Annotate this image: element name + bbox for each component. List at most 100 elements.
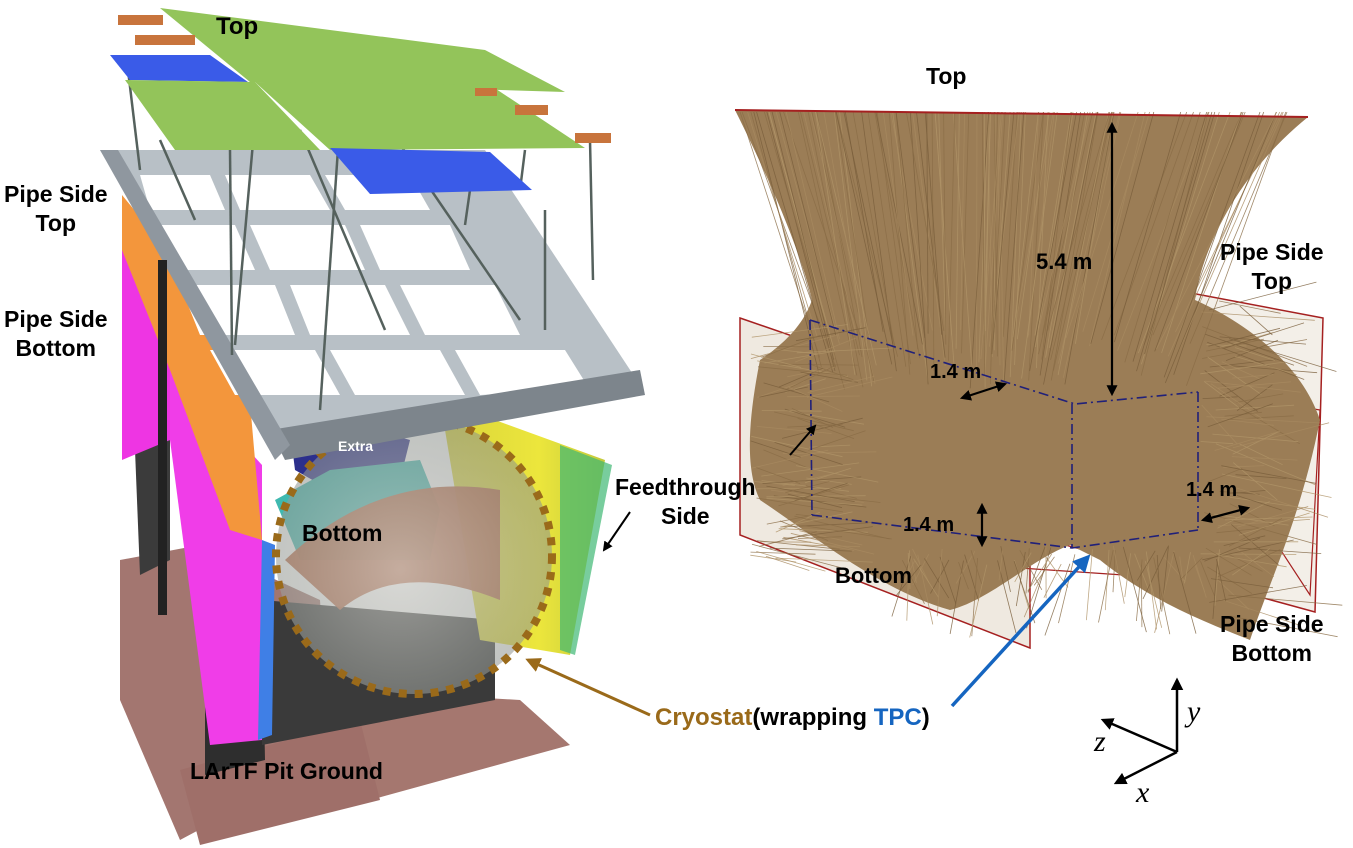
fiber-stroke — [955, 551, 976, 584]
green-teal-edge — [560, 445, 612, 655]
fiber-stroke — [1045, 111, 1088, 358]
fiber-stroke — [1003, 111, 1025, 383]
fiber-stroke — [795, 465, 879, 483]
feedthrough-arrow — [602, 511, 631, 552]
tpc-word: TPC — [873, 704, 922, 731]
fiber-stroke — [778, 528, 868, 533]
right-pipe-side-bottom-label: Pipe Side Bottom — [1220, 610, 1324, 669]
fiber-stroke — [943, 111, 947, 345]
fiber-stroke — [796, 492, 881, 503]
fiber-stroke — [781, 511, 853, 528]
tpc-box — [809, 319, 1199, 549]
fiber-stroke — [938, 111, 946, 335]
fiber-stroke — [1039, 111, 1082, 376]
fiber-stroke — [1136, 559, 1143, 622]
fiber-stroke — [924, 558, 950, 599]
fiber-stroke — [991, 111, 1006, 353]
fiber-stroke — [800, 371, 858, 383]
inner-direction-arrow — [789, 424, 817, 456]
left-pipe-side-bottom-label: Pipe Side Bottom — [4, 305, 108, 364]
frame-left-beam — [100, 150, 290, 460]
fiber-stroke — [1219, 491, 1260, 495]
fiber-stroke — [1132, 111, 1208, 362]
fiber-stroke — [983, 111, 986, 388]
fiber-stroke — [926, 111, 929, 334]
fiber-stroke — [969, 564, 988, 638]
fiber-stroke — [763, 382, 830, 403]
fiber-stroke — [1232, 431, 1280, 455]
fiber-stroke — [1220, 599, 1301, 626]
fiber-stroke — [901, 560, 925, 604]
fiber-stroke — [895, 111, 919, 350]
fiber-stroke — [1027, 546, 1046, 593]
left-pipe-side-bottom-line2: Bottom — [15, 335, 97, 362]
fiber-stroke — [882, 111, 914, 336]
fiber-stroke — [1228, 338, 1337, 372]
fiber-stroke — [1229, 554, 1263, 572]
fiber-stroke — [756, 497, 843, 513]
fiber-stroke — [771, 111, 835, 360]
fiber-stroke — [775, 349, 816, 354]
fiber-stroke — [756, 467, 801, 484]
fiber-stroke — [1175, 111, 1283, 333]
fiber-stroke — [1208, 281, 1317, 311]
height-dimension-label: 5.4 m — [1036, 249, 1093, 274]
fiber-stroke — [803, 111, 857, 337]
fiber-stroke — [852, 111, 896, 349]
fiber-stroke — [780, 522, 869, 528]
extra-label: Extra — [338, 438, 374, 454]
tpc-arrow — [950, 554, 1091, 708]
fiber-stroke — [970, 550, 982, 584]
x-axis-label: x — [1136, 776, 1150, 809]
fiber-stroke — [778, 484, 850, 507]
fiber-stroke — [1212, 433, 1299, 443]
fiber-stroke — [788, 386, 843, 412]
fiber-stroke — [1214, 549, 1220, 606]
fiber-stroke — [1028, 111, 1039, 336]
fiber-stroke — [930, 559, 950, 594]
fiber-stroke — [787, 367, 835, 378]
ground-label: LArTF Pit Ground — [190, 758, 383, 784]
fiber-stroke — [875, 111, 923, 345]
fiber-stroke — [896, 564, 922, 596]
fiber-stroke — [1234, 347, 1276, 361]
fiber-stroke — [1098, 549, 1114, 623]
fiber-stroke — [1057, 111, 1109, 376]
right-pipe-side-top-line1: Pipe Side — [1220, 239, 1324, 265]
fiber-stroke — [1140, 111, 1209, 376]
ground-slab-front — [180, 720, 380, 845]
fiber-stroke — [1065, 111, 1139, 338]
fiber-stroke — [769, 547, 852, 552]
fiber-stroke — [1231, 456, 1298, 461]
fiber-stroke — [775, 111, 840, 344]
fiber-stroke — [750, 440, 801, 458]
fiber-stroke — [787, 395, 860, 398]
fiber-stroke — [1086, 549, 1093, 621]
fiber-stroke — [1186, 111, 1287, 386]
fiber-stroke — [955, 111, 960, 349]
fiber-stroke — [998, 550, 1004, 581]
fiber-stroke — [1226, 490, 1266, 495]
fiber-stroke — [912, 111, 946, 367]
fiber-stroke — [761, 334, 821, 358]
fiber-stroke — [948, 111, 956, 362]
fiber-stroke — [1029, 111, 1077, 371]
top-orange-bars — [118, 15, 611, 143]
fiber-stroke — [1027, 553, 1053, 592]
fiber-stroke — [1234, 355, 1297, 375]
fiber-stroke — [1194, 564, 1206, 592]
fiber-stroke — [789, 411, 865, 425]
support-pole — [158, 260, 167, 615]
fiber-stroke — [1002, 111, 1018, 337]
fiber-stroke — [1021, 111, 1058, 379]
fiber-stroke — [1205, 547, 1252, 576]
fiber-stroke — [759, 531, 817, 547]
fiber-stroke — [1236, 548, 1275, 578]
fiber-stroke — [912, 548, 930, 583]
fiber-stroke — [1156, 111, 1278, 350]
fiber-stroke — [1015, 551, 1026, 607]
fiber-stroke — [1201, 311, 1315, 321]
fiber-stroke — [797, 417, 855, 439]
fiber-stroke — [779, 111, 837, 336]
fiber-stroke — [931, 111, 935, 372]
